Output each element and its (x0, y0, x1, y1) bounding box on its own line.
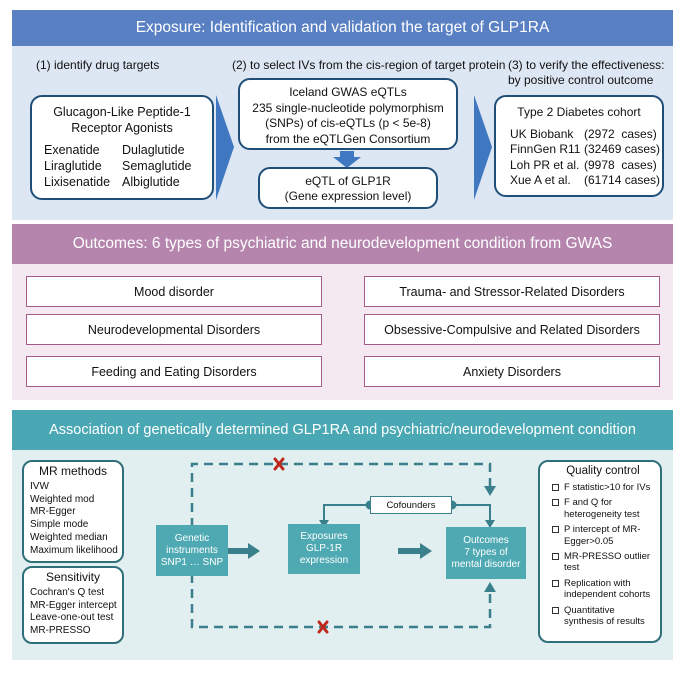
checkbox-icon (552, 606, 559, 614)
quality-control-box: Quality control F statistic>10 for IVs F… (538, 460, 662, 643)
glp1r-eqtl-box: eQTL of GLP1R (Gene expression level) (258, 167, 438, 209)
outcome-item: Mood disorder (26, 276, 322, 307)
mr-method: Weighted mod (30, 493, 95, 505)
mr-method: Maximum likelihood (30, 544, 118, 556)
qc-item: P intercept of MR-Egger>0.05 (564, 524, 641, 547)
arrow-right-icon (398, 543, 432, 559)
step1-label: (1) identify drug targets (36, 58, 160, 72)
checkbox-icon (552, 552, 559, 560)
bottom-dashed-path (190, 574, 492, 629)
genetic-line1: Genetic (174, 532, 210, 544)
genetic-line3: SNP1 … SNP (160, 556, 224, 568)
exposure-title: Exposure: Identification and validation … (12, 10, 673, 46)
qc-item: F and Q for heterogeneity test (564, 497, 640, 520)
eqtl-line: Iceland GWAS eQTLs (289, 85, 407, 99)
checkbox-icon (552, 499, 559, 507)
exposures-box: Exposures GLP-1R expression (288, 524, 360, 574)
qc-item: MR-PRESSO outlier test (564, 550, 651, 574)
sensitivity-box: Sensitivity Cochran's Q test MR-Egger in… (22, 566, 124, 644)
eqtl-line: 235 single-nucleotide polymorphism (252, 100, 444, 115)
arrow-down-icon (485, 520, 495, 528)
t2d-cohort-box: Type 2 Diabetes cohort UK Biobank (2972 c… (494, 95, 664, 197)
mr-methods-title: MR methods (38, 464, 108, 478)
cohort-cases: (61714 cases) (584, 173, 661, 187)
sensitivity-item: Cochran's Q test (30, 586, 105, 598)
outcomes-line2: 7 types of (464, 547, 508, 558)
cofounder-link-right (452, 504, 491, 522)
drug-box-title-2: Receptor Agonists (71, 121, 173, 135)
sensitivity-title: Sensitivity (45, 570, 101, 584)
eqtl-source-box: Iceland GWAS eQTLs 235 single-nucleotide… (238, 78, 458, 150)
cohort-name: FinnGen R11 (510, 142, 581, 156)
mr-method: MR-Egger (30, 506, 76, 518)
outcomes-line3: mental disorder (451, 559, 521, 570)
glp1r-line1: eQTL of GLP1R (305, 174, 391, 188)
outcomes-title: Outcomes: 6 types of psychiatric and neu… (12, 224, 673, 264)
qc-item: Quantitative synthesis of results (564, 604, 645, 627)
cohort-name: Xue A et al. (510, 173, 571, 187)
qc-item: Replication with independent cohorts (564, 577, 651, 601)
mr-method: Weighted median (30, 531, 108, 543)
drug-targets-box: Glucagon-Like Peptide-1 Receptor Agonist… (30, 95, 214, 200)
arrow-right-icon (226, 543, 260, 559)
drug-name: Liraglutide (44, 159, 102, 173)
association-title: Association of genetically determined GL… (12, 410, 673, 450)
exposures-line2: GLP-1R (305, 543, 343, 554)
chevron-right-icon (216, 95, 234, 200)
cohort-name: UK Biobank (510, 126, 574, 141)
outcome-item: Neurodevelopmental Disorders (26, 314, 322, 345)
genetic-line2: instruments (166, 544, 218, 556)
cohort-cases: (32469 cases) (584, 142, 661, 156)
arrow-down-icon (484, 486, 496, 496)
top-dashed-path (190, 462, 492, 527)
outcome-item: Anxiety Disorders (364, 356, 660, 387)
exposures-line3: expression (299, 555, 349, 566)
drug-box-title-1: Glucagon-Like Peptide-1 (53, 105, 191, 119)
eqtl-line: (SNPs) of cis-eQTLs (p < 5e-8) (265, 116, 431, 130)
cohort-name: Loh PR et al. (510, 157, 580, 172)
cofounders-box: Cofounders (370, 496, 452, 514)
t2d-title: Type 2 Diabetes cohort (517, 105, 641, 119)
outcomes-box: Outcomes 7 types of mental disorder (446, 527, 526, 579)
sensitivity-item: MR-PRESSO (30, 625, 91, 637)
step3-label: (3) to verify the effectiveness: by posi… (508, 58, 665, 88)
outcome-item: Trauma- and Stressor-Related Disorders (364, 276, 660, 307)
arrow-down-icon (333, 151, 361, 168)
glp1r-line2: (Gene expression level) (284, 189, 412, 203)
chevron-right-icon (474, 95, 492, 200)
qc-item: F statistic>10 for IVs (564, 482, 651, 493)
eqtl-line: from the eQTLGen Consortium (265, 131, 431, 146)
qc-title: Quality control (566, 465, 640, 477)
cohort-cases: (2972 cases) (584, 126, 657, 141)
arrow-up-icon (484, 582, 496, 592)
outcome-item: Obsessive-Compulsive and Related Disorde… (364, 314, 660, 345)
mr-method: IVW (30, 480, 49, 492)
step2-label: (2) to select IVs from the cis-region of… (232, 58, 506, 72)
mr-method: Simple mode (30, 519, 89, 531)
exposures-line1: Exposures (300, 531, 348, 542)
drug-name: Semaglutide (122, 159, 192, 173)
cohort-cases: (9978 cases) (584, 157, 657, 172)
step3-label-line1: (3) to verify the effectiveness: (508, 58, 665, 72)
outcomes-line1: Outcomes (463, 535, 509, 546)
genetic-instruments-box: Genetic instruments SNP1 … SNP (156, 525, 228, 576)
drug-name: Albiglutide (122, 175, 180, 189)
cofounder-link-left (323, 504, 370, 522)
drug-name: Dulaglutide (122, 143, 185, 157)
drug-name: Lixisenatide (44, 175, 111, 189)
checkbox-icon (552, 526, 559, 534)
outcome-item: Feeding and Eating Disorders (26, 356, 322, 387)
sensitivity-item: MR-Egger intercept (30, 599, 117, 611)
checkbox-icon (552, 579, 559, 587)
drug-name: Exenatide (44, 143, 100, 157)
mr-methods-box: MR methods IVW Weighted mod MR-Egger Sim… (22, 460, 124, 563)
step3-label-line2: by positive control outcome (508, 73, 654, 87)
sensitivity-item: Leave-one-out test (30, 612, 114, 624)
checkbox-icon (552, 484, 559, 491)
